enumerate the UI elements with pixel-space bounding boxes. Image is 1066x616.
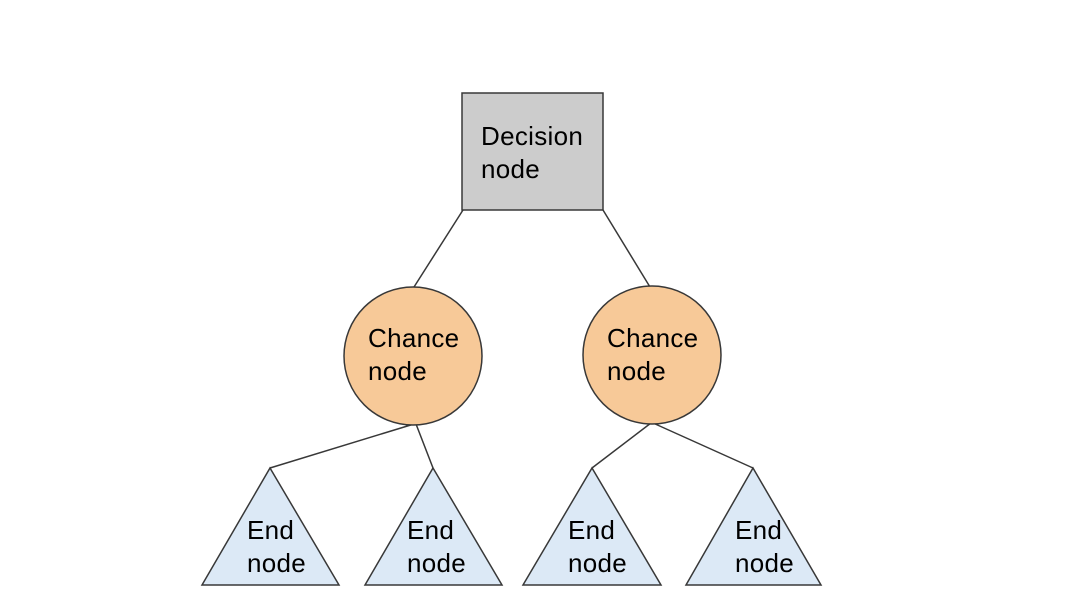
end-node-1-shape	[200, 466, 341, 586]
end-node-2-shape	[363, 466, 504, 586]
edge-chance-left-to-end-2	[415, 423, 434, 469]
edge-chance-right-to-end-4	[652, 422, 754, 469]
end-node-4-shape	[684, 466, 823, 586]
edge-decision-to-chance-left	[413, 209, 464, 288]
end-node-3-shape	[521, 466, 663, 586]
chance-node-left-shape	[343, 286, 483, 426]
edge-chance-right-to-end-3	[591, 422, 652, 469]
edge-decision-to-chance-right	[602, 209, 651, 288]
chance-node-right-shape	[582, 285, 722, 425]
edge-chance-left-to-end-1	[269, 423, 415, 469]
decision-node-shape	[461, 92, 604, 211]
